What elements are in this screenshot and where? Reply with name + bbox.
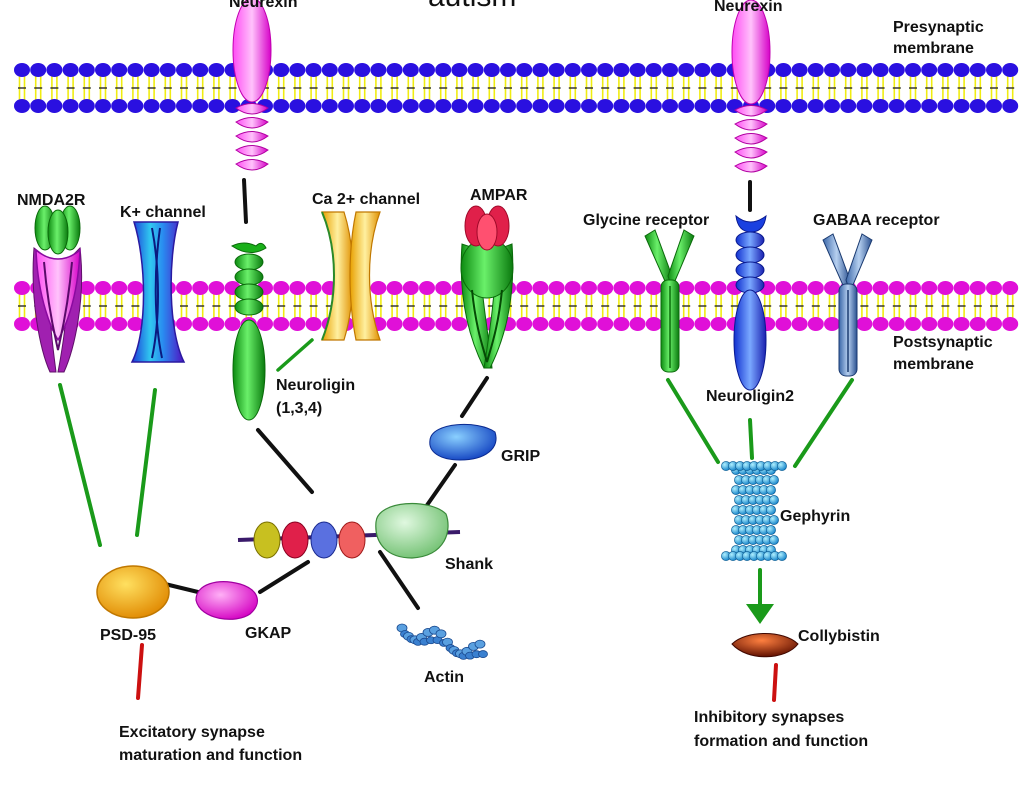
ampar-grip-link xyxy=(460,376,489,418)
ampar-receptor xyxy=(460,205,514,369)
glycine-receptor xyxy=(644,229,695,373)
actin-filament xyxy=(396,623,488,660)
neuroligin2-label: Neuroligin2 xyxy=(706,388,794,405)
neurexin-right xyxy=(731,0,771,173)
nmda2r-receptor xyxy=(32,205,83,373)
postsynaptic-membrane-label: Postsynaptic membrane xyxy=(893,334,997,373)
excitatory-outcome-label: Excitatory synapse maturation and functi… xyxy=(119,724,302,764)
gkap-label: GKAP xyxy=(245,625,292,642)
neurexin-left xyxy=(232,0,272,171)
psd95-gkap-link xyxy=(163,582,200,594)
grip-shank-link xyxy=(423,463,457,510)
gkap-shank-link xyxy=(258,560,310,594)
gabaa-receptor-label: GABAA receptor xyxy=(813,212,940,229)
presynaptic-membrane-label: Presynaptic membrane xyxy=(893,19,988,57)
ca-neuroligin-link xyxy=(276,338,314,372)
neuroligin-shank-link xyxy=(256,428,314,494)
glycine-receptor-label: Glycine receptor xyxy=(583,212,709,229)
gabaa-gephyrin-link xyxy=(793,378,854,468)
collybistin-label: Collybistin xyxy=(798,628,880,645)
ca-channel-label: Ca 2+ channel xyxy=(312,191,420,208)
ampar-label: AMPAR xyxy=(470,187,528,204)
nmda2r-label: NMDA2R xyxy=(17,192,86,209)
shank-label: Shank xyxy=(445,556,493,573)
k-channel xyxy=(130,221,186,363)
inhibitory-outcome-label: Inhibitory synapses formation and functi… xyxy=(694,709,868,750)
presynaptic-membrane xyxy=(14,63,1019,113)
actin-label: Actin xyxy=(424,669,464,686)
gabaa-receptor xyxy=(822,233,873,377)
neurexin-right-label: Neurexin xyxy=(714,0,782,15)
psd95-outcome-link xyxy=(136,643,144,700)
glycine-gephyrin-link xyxy=(666,378,720,464)
shank-actin-link xyxy=(378,550,420,610)
psd95-label: PSD-95 xyxy=(100,627,156,644)
scaffold-beads xyxy=(253,521,366,559)
shank-protein xyxy=(375,502,449,559)
gkap-protein xyxy=(195,581,258,620)
collybistin-outcome-link xyxy=(772,663,778,702)
neurexin-left-label: Neurexin xyxy=(229,0,297,11)
neuroligin-134 xyxy=(231,242,267,421)
connector-lines xyxy=(58,178,854,702)
gephyrin-protein xyxy=(721,461,787,561)
neuroligin-134-label: Neuroligin (1,3,4) xyxy=(276,377,360,417)
kchannel-psd95-link xyxy=(135,388,157,537)
gephyrin-collybistin-arrowhead xyxy=(746,604,774,624)
neuroligin2-gephyrin-link xyxy=(748,418,754,460)
header-fragment: autism xyxy=(428,0,516,13)
neuroligin2 xyxy=(733,214,767,391)
grip-label: GRIP xyxy=(501,448,540,465)
neurexin-neuroligin-link-left xyxy=(242,178,248,224)
ca-channel xyxy=(321,211,381,341)
gephyrin-label: Gephyrin xyxy=(780,508,850,525)
grip-protein xyxy=(429,423,497,461)
psd95-protein xyxy=(96,565,170,619)
nmda2r-psd95-link xyxy=(58,383,102,547)
k-channel-label: K+ channel xyxy=(120,204,206,221)
collybistin-protein xyxy=(731,633,799,658)
